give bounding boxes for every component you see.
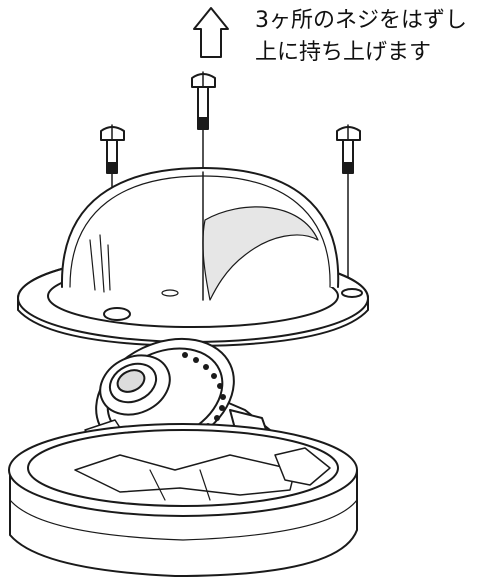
dome-cover [17, 167, 369, 347]
instruction-text: 3ヶ所のネジをはずし 上に持ち上げます [255, 5, 467, 69]
instruction-line-1: 3ヶ所のネジをはずし [255, 8, 467, 33]
lift-up-arrow-icon [193, 7, 229, 58]
instruction-line-2: 上に持ち上げます [255, 40, 432, 65]
base-housing [8, 423, 358, 577]
screw-center [191, 71, 216, 173]
screw-right [336, 124, 361, 286]
